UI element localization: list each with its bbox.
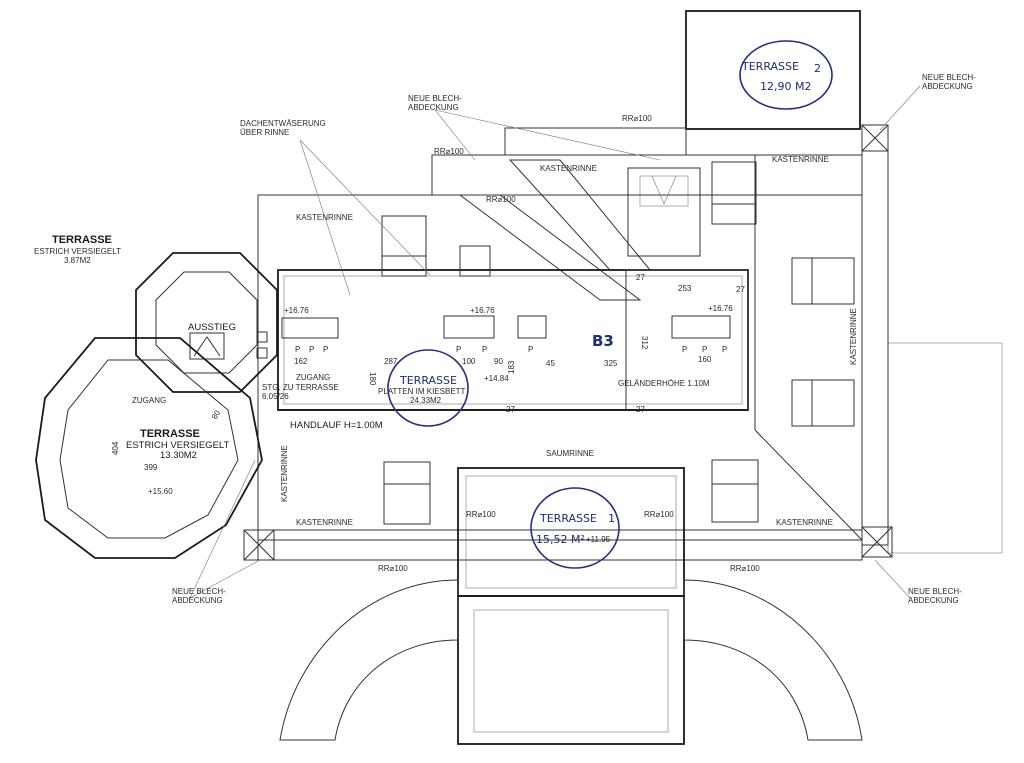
- large-octagon-terrace: [35, 337, 263, 559]
- label-rr100-g: RR⌀100: [730, 564, 760, 573]
- label-terrasse-2-num: 2: [814, 62, 821, 75]
- label-rr100-d: RR⌀100: [466, 510, 496, 519]
- label-dim-80: 80: [210, 408, 223, 421]
- label-zugang-stg-2: STG. ZU TERRASSE: [262, 383, 339, 392]
- label-ausstieg: AUSSTIEG: [188, 322, 236, 333]
- leader-lines: [189, 85, 921, 599]
- label-dim-27-b: 27: [736, 285, 745, 294]
- label-elev-1676-b: +16.76: [470, 306, 495, 315]
- label-dim-27-d: 27: [506, 405, 515, 414]
- label-terrasse-1-area: 15,52 M²: [536, 533, 585, 546]
- label-dim-27-a: 27: [636, 273, 645, 282]
- label-kastenrinne-top-left: KASTENRINNE: [296, 213, 353, 222]
- label-kastenrinne-bottom-left: KASTENRINNE: [296, 518, 353, 527]
- main-roof: [243, 124, 893, 561]
- main-terrace-area: [277, 269, 749, 427]
- windows: [381, 161, 855, 525]
- label-kastenrinne-top-right: KASTENRINNE: [772, 155, 829, 164]
- terrasse-1-block: [457, 467, 685, 597]
- label-platten-kiesbett: PLATTEN IM KIESBETT: [378, 387, 466, 396]
- label-neue-blech-br-2: ABDECKUNG: [908, 596, 959, 605]
- label-zugang-left: ZUGANG: [132, 396, 166, 405]
- label-terrasse-2-area: 12,90 M2: [760, 80, 811, 93]
- label-neue-blech-right-1: NEUE BLECH-: [922, 73, 976, 82]
- label-terrasse-small: TERRASSE: [52, 234, 112, 246]
- label-neue-blech-br-1: NEUE BLECH-: [908, 587, 962, 596]
- label-terrasse-2: TERRASSE: [741, 60, 799, 73]
- label-terrasse-1: TERRASSE: [539, 512, 597, 525]
- label-p: P: [722, 345, 727, 354]
- label-dim-287: 287: [384, 357, 398, 366]
- label-neue-blech-bl-2: ABDECKUNG: [172, 596, 223, 605]
- label-p: P: [309, 345, 314, 354]
- label-neue-blech-top-1: NEUE BLECH-: [408, 94, 462, 103]
- label-b3: B3: [592, 332, 614, 350]
- label-stg-ratio: 6.05/26: [262, 392, 289, 401]
- label-p: P: [456, 345, 461, 354]
- label-neue-blech-top-2: ABDECKUNG: [408, 103, 459, 112]
- label-p: P: [528, 345, 533, 354]
- label-p: P: [482, 345, 487, 354]
- label-handlauf: HANDLAUF H=1.00M: [290, 420, 383, 431]
- label-elev-1676-c: +16.76: [708, 304, 733, 313]
- label-dim-312: 312: [640, 336, 649, 350]
- label-elev-1484: +14.84: [484, 374, 509, 383]
- label-neue-blech-bl-1: NEUE BLECH-: [172, 587, 226, 596]
- label-terrasse-main: TERRASSE: [399, 374, 457, 387]
- label-dachentwaesserung-1: DACHENTWÄSERUNG: [240, 119, 326, 128]
- label-kastenrinne-left-vert: KASTENRINNE: [280, 445, 289, 502]
- label-dim-100: 100: [462, 357, 476, 366]
- label-dim-45: 45: [546, 359, 555, 368]
- label-saumrinne: SAUMRINNE: [546, 449, 594, 458]
- label-estrich-small: ESTRICH VERSIEGELT: [34, 247, 121, 256]
- label-area-main: 24.33M2: [410, 396, 442, 405]
- label-neue-blech-right-2: ABDECKUNG: [922, 82, 973, 91]
- lower-stair-arches: [279, 579, 863, 745]
- label-kastenrinne-right-vert: KASTENRINNE: [849, 308, 858, 365]
- label-dim-404: 404: [111, 441, 120, 455]
- label-gelaender: GELÄNDERHÖHE 1.10M: [618, 379, 710, 388]
- label-zugang-stg-1: ZUGANG: [296, 373, 330, 382]
- label-dim-160: 160: [698, 355, 712, 364]
- label-terrasse-1-num: 1: [608, 512, 615, 525]
- label-area-small: 3.87M2: [64, 256, 91, 265]
- roof-hatch: [627, 167, 701, 257]
- label-rr100-e: RR⌀100: [644, 510, 674, 519]
- label-dim-162: 162: [294, 357, 308, 366]
- label-p: P: [295, 345, 300, 354]
- label-dim-253: 253: [678, 284, 692, 293]
- label-dim-399: 399: [144, 463, 158, 472]
- label-kastenrinne-bottom-right: KASTENRINNE: [776, 518, 833, 527]
- label-rr100-f: RR⌀100: [378, 564, 408, 573]
- label-elev-1195: +11.95: [586, 535, 611, 544]
- label-elev-1560: +15.60: [148, 487, 173, 496]
- label-p: P: [682, 345, 687, 354]
- label-dim-183: 183: [507, 360, 516, 374]
- label-rr100-a: RR⌀100: [434, 147, 464, 156]
- label-p: P: [323, 345, 328, 354]
- label-dim-27-c: 27: [636, 405, 645, 414]
- label-p: P: [702, 345, 707, 354]
- label-rr100-c: RR⌀100: [486, 195, 516, 204]
- label-dim-180: 180: [368, 372, 377, 386]
- label-terrasse-large: TERRASSE: [140, 428, 200, 440]
- label-dim-325: 325: [604, 359, 618, 368]
- corner-post-bottom-left: [243, 529, 275, 561]
- corner-post-top: [861, 124, 889, 152]
- label-dim-90: 90: [494, 357, 503, 366]
- label-kastenrinne-top-mid: KASTENRINNE: [540, 164, 597, 173]
- drain-boxes: [256, 315, 731, 359]
- label-dachentwaesserung-2: ÜBER RINNE: [240, 128, 289, 137]
- labels: TERRASSE ESTRICH VERSIEGELT 3.87M2 AUSST…: [34, 60, 976, 605]
- label-estrich-large: ESTRICH VERSIEGELT: [126, 440, 229, 451]
- label-area-large: 13.30M2: [160, 450, 197, 461]
- label-rr100-b: RR⌀100: [622, 114, 652, 123]
- terrasse-2-block: [685, 10, 861, 130]
- label-elev-1676-a: +16.76: [284, 306, 309, 315]
- right-annex-outline: [887, 342, 1003, 554]
